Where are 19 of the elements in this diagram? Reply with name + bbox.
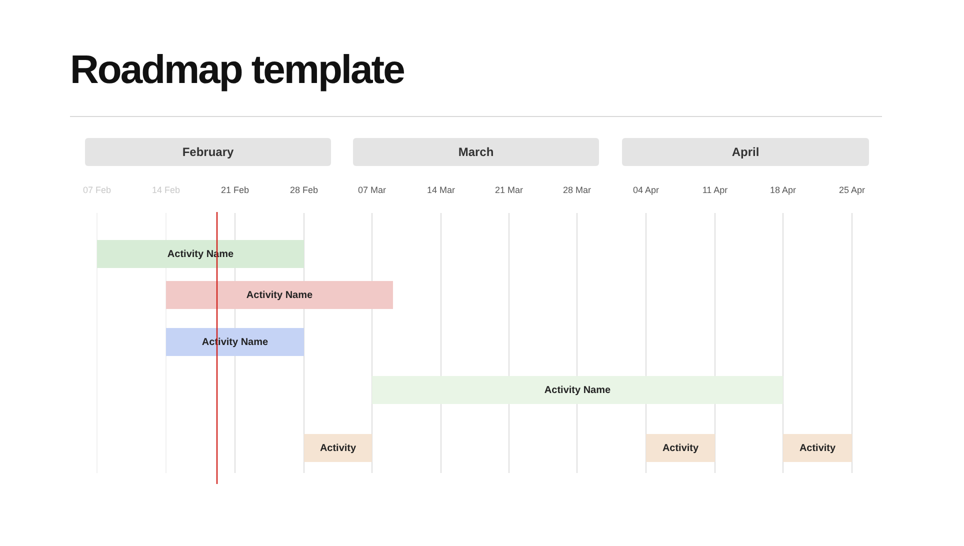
date-label: 04 Apr: [632, 185, 660, 195]
date-label: 21 Feb: [220, 185, 250, 195]
title: Roadmap template: [70, 48, 404, 93]
activity-bar: Activity Name: [166, 281, 393, 309]
activity-bar: Activity: [646, 434, 715, 462]
date-label: 07 Mar: [358, 185, 386, 195]
month-header: February: [85, 138, 331, 166]
month-header: March: [353, 138, 599, 166]
date-label: 21 Mar: [495, 185, 523, 195]
date-label: 14 Mar: [427, 185, 455, 195]
activity-bar: Activity Name: [372, 376, 783, 404]
activity-bar: Activity: [304, 434, 372, 462]
month-header: April: [622, 138, 869, 166]
activity-bar: Activity: [783, 434, 852, 462]
date-label: 25 Apr: [838, 185, 866, 195]
date-label: 18 Apr: [770, 185, 796, 195]
date-label: 28 Mar: [563, 185, 591, 195]
date-label: 28 Feb: [290, 185, 318, 195]
date-label: 11 Apr: [702, 185, 728, 195]
